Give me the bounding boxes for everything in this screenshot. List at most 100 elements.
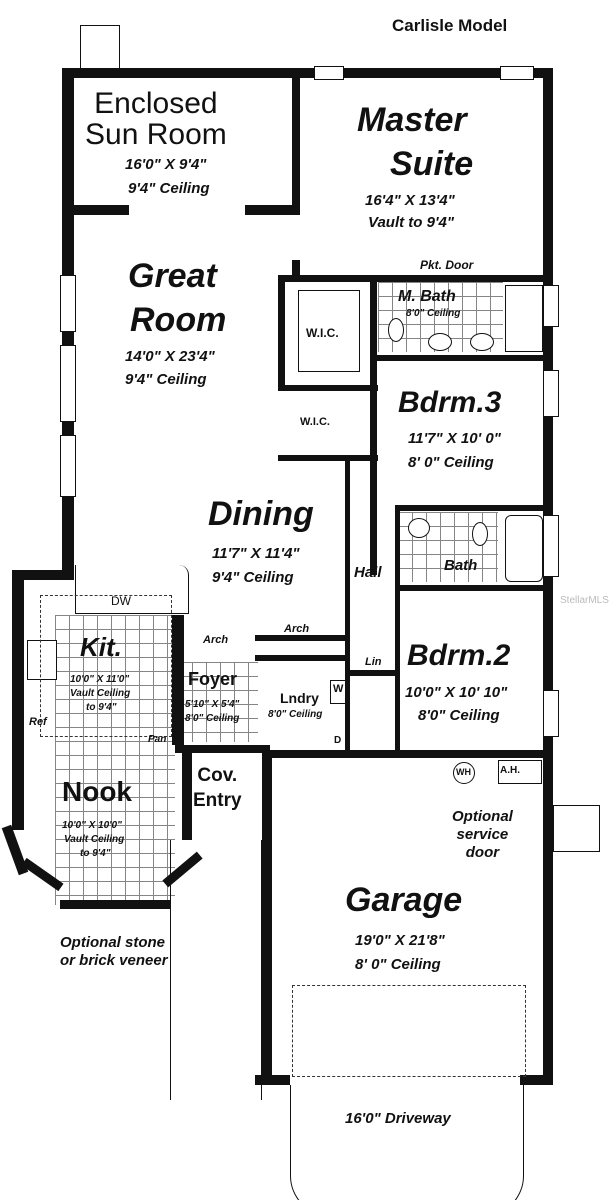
window [543,515,559,577]
wall [245,205,300,215]
sink [428,333,452,351]
great-room-size: 14'0" X 23'4" [125,348,215,365]
wall [175,745,270,753]
wic1-label: W.I.C. [306,326,339,340]
bdrm2-ceiling: 8'0" Ceiling [418,707,500,724]
bdrm3-name: Bdrm.3 [398,386,502,419]
wall [255,1075,290,1085]
wall [172,615,184,745]
washer [330,680,346,704]
kitchen-ceiling2: to 9'4" [86,702,117,713]
window [60,435,76,497]
wall [74,205,129,215]
nook-size: 10'0" X 10'0" [62,820,122,831]
window [543,690,559,737]
wall [60,900,170,909]
wall [278,385,378,391]
service-door-label: Optional service door [452,808,513,862]
arch1-label: Arch [203,634,229,646]
wall [62,68,553,78]
wall [12,570,24,830]
wall [262,750,553,758]
bdrm3-ceiling: 8' 0" Ceiling [408,454,494,471]
kitchen-counter-outline [40,595,172,737]
great-room-name1: Great [128,257,217,295]
wall [395,505,400,755]
nook-name: Nook [62,776,132,807]
service-door-l2: service [456,826,509,843]
toilet [472,522,488,546]
wall [292,78,300,215]
garage-name: Garage [345,881,463,919]
pantry-label: Pan [148,734,167,745]
master-bath-name: M. Bath [398,288,456,305]
window [60,275,76,332]
shower [505,285,543,352]
service-door-l3: door [465,844,500,861]
garage-ceiling: 8' 0" Ceiling [355,956,441,973]
air-handler-label: A.H. [500,765,520,776]
sink [408,518,430,538]
foyer-ceiling: 8'0" Ceiling [185,713,240,724]
water-heater [453,762,475,784]
wall [350,670,395,676]
refrigerator-label: Ref [29,716,47,728]
foyer-tile [178,662,258,742]
garage-size: 19'0" X 21'8" [355,932,445,949]
laundry-name: Lndry [280,690,319,706]
hall-label: Hall [354,564,382,581]
washer-label: W [333,683,344,695]
sink [470,333,494,351]
wall [278,275,548,282]
wall [520,1075,553,1085]
pocket-door-label: Pkt. Door [420,258,474,272]
master-size: 16'4" X 13'4" [365,192,455,209]
air-handler [498,760,542,784]
master-name2: Suite [390,145,474,183]
window [543,370,559,417]
driveway-outline [290,1085,524,1200]
master-bath-ceiling: 8'0" Ceiling [406,308,461,319]
window [60,345,76,422]
bdrm2-name: Bdrm.2 [407,639,511,672]
tub [505,515,543,582]
chimney-box [80,25,120,69]
cov-entry-name2: Entry [193,790,242,811]
driveway-label: 16'0" Driveway [345,1110,451,1127]
bath-label: Bath [444,557,478,574]
wic-closet [298,290,360,372]
foyer-name: Foyer [188,669,238,689]
veneer-label: Optional stone or brick veneer [60,934,168,970]
kitchen-tile [55,615,175,905]
dishwasher-label: DW [111,594,131,608]
dining-name: Dining [208,495,314,533]
arch2-label: Arch [284,623,310,635]
walkway [170,840,262,1100]
wall [370,355,548,361]
sun-room-name1: Enclosed [94,87,218,120]
nook-ceiling2: to 9'4" [80,848,111,859]
bdrm2-size: 10'0" X 10' 10" [405,684,508,701]
veneer-l2: or brick veneer [60,952,168,969]
dining-ceiling: 9'4" Ceiling [212,569,294,586]
laundry-ceiling: 8'0" Ceiling [268,709,323,720]
window [543,285,559,327]
watermark: StellarMLS [560,595,609,606]
sun-room-label: Enclosed Sun Room [85,88,227,150]
wall [278,455,378,461]
service-door-l1: Optional [452,808,513,825]
toilet [388,318,404,342]
wall [262,750,272,1085]
wall [12,570,74,580]
sun-room-name2: Sun Room [85,118,227,151]
model-title: Carlisle Model [392,16,508,35]
wall [395,505,548,511]
linen-label: Lin [365,656,382,668]
water-heater-label: WH [456,767,471,777]
wall [278,275,285,385]
service-door [553,805,600,852]
wall [370,275,377,575]
great-room-name2: Room [130,301,227,339]
window [314,66,344,80]
window [500,66,534,80]
